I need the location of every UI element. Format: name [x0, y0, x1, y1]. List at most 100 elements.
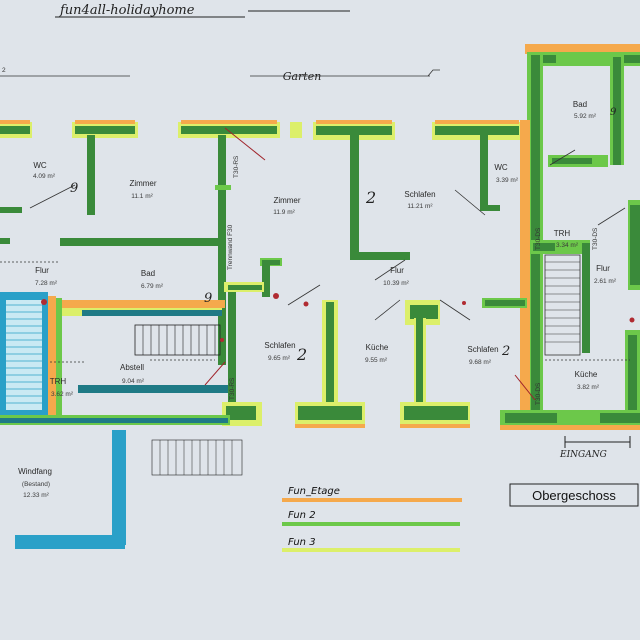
- hand-mark: 2: [296, 345, 307, 364]
- wall-segment: [316, 120, 392, 124]
- fire-door-label: T30-DS: [592, 227, 599, 250]
- fire-door-marks: [41, 127, 635, 401]
- fire-dot: [462, 301, 466, 305]
- fire-dot: [303, 301, 309, 307]
- room-name: Schlafen: [467, 345, 498, 354]
- room-labels: WC 4.09 m² Zimmer 11.1 m² Zimmer 11.9 m²…: [18, 100, 617, 499]
- wall-segment: [612, 55, 640, 63]
- hand-mark: 2: [365, 188, 376, 207]
- legend: Fun_Etage Fun 2 Fun 3: [282, 486, 462, 552]
- wall-segment: [290, 122, 302, 138]
- wall-segment: [600, 413, 640, 423]
- hand-mark: 9: [204, 291, 212, 306]
- wall-segment: [326, 302, 334, 408]
- room-area: 7.28 m²: [35, 280, 58, 287]
- floor-name-box: Obergeschoss: [509, 483, 639, 507]
- wall-segment: [15, 535, 125, 549]
- wall-segment: [480, 205, 500, 211]
- wall-segment: [350, 252, 410, 260]
- stair-inner: [6, 300, 42, 410]
- room-name: Windfang: [18, 467, 52, 476]
- wall-segment: [82, 310, 222, 316]
- wall-segment: [500, 425, 640, 430]
- stair-steps: [545, 261, 580, 343]
- door-line: [287, 284, 321, 306]
- wall-segment: [218, 135, 226, 185]
- wall-segment: [400, 424, 470, 428]
- stairs-windfang: [151, 439, 243, 476]
- partition-wall-label: Trennwand F30: [227, 224, 234, 270]
- room-area: 2.61 m²: [594, 278, 617, 285]
- door-line: [439, 299, 471, 321]
- plan-title: fun4all-holidayhome: [59, 3, 195, 18]
- wall-segment: [316, 126, 392, 135]
- hand-mark: 9: [70, 181, 78, 196]
- wall-segment: [60, 300, 225, 308]
- entrance-marker: EINGANG: [559, 436, 631, 460]
- entrance-label: EINGANG: [559, 450, 607, 460]
- room-area: 3.34 m²: [556, 242, 579, 249]
- corner-mark: 2: [2, 67, 6, 74]
- room-area: 3.82 m²: [577, 384, 600, 391]
- door-swings: [29, 149, 626, 321]
- room-area: 4.09 m²: [33, 173, 56, 180]
- fire-dot: [41, 299, 47, 305]
- handwritten-marks: 2 2 2 9 9 9: [70, 107, 617, 364]
- room-area: 3.62 m²: [51, 391, 74, 398]
- wall-segment: [520, 120, 530, 420]
- top-wall-segments: [0, 120, 522, 140]
- wall-segment: [0, 120, 30, 124]
- wall-segment: [0, 126, 30, 134]
- fire-line: [514, 374, 536, 401]
- room-name: Küche: [366, 343, 389, 352]
- fire-door-label: T30-DS: [535, 227, 542, 250]
- stair-steps: [142, 325, 216, 355]
- stair-outline: [544, 254, 581, 356]
- room-area: 10.39 m²: [383, 280, 409, 287]
- room-area: 9.65 m²: [268, 355, 291, 362]
- wall-segment: [505, 413, 557, 423]
- room-name: Küche: [575, 370, 598, 379]
- wall-segment: [630, 205, 640, 285]
- wall-segment: [410, 305, 438, 319]
- fire-door-label: T30-RS: [229, 377, 236, 400]
- wall-segment: [0, 207, 22, 213]
- stairs-right: [544, 254, 581, 356]
- floor-label: Obergeschoss: [532, 488, 616, 503]
- right-wing-walls: [500, 44, 640, 430]
- room-name: Flur: [596, 264, 610, 273]
- fire-dot: [629, 317, 635, 323]
- legend-label: Fun 3: [288, 537, 316, 548]
- wall-segment: [582, 243, 590, 353]
- wall-segment: [350, 135, 359, 260]
- legend-label: Fun_Etage: [288, 486, 340, 497]
- room-area: 11.1 m²: [131, 193, 153, 200]
- wall-segment: [112, 430, 126, 545]
- wall-segment: [531, 55, 556, 63]
- interior-walls-lower: [222, 282, 470, 428]
- door-line: [374, 299, 401, 321]
- room-area: 11.21 m²: [407, 203, 433, 210]
- wall-segment: [435, 120, 519, 124]
- legend-label: Fun 2: [288, 510, 316, 521]
- wall-segment: [404, 406, 468, 420]
- wall-segment: [0, 418, 228, 423]
- room-name: Schlafen: [404, 190, 435, 199]
- room-name: Schlafen: [264, 341, 295, 350]
- stair-steps: [6, 304, 42, 404]
- room-name: WC: [33, 161, 47, 170]
- wall-segment: [228, 285, 262, 290]
- wall-segment: [181, 120, 277, 124]
- fire-door-label: T30-RS: [233, 155, 240, 178]
- room-name: Bad: [141, 269, 155, 278]
- hand-mark: 2: [501, 344, 510, 359]
- room-area-note: (Bestand): [22, 481, 50, 488]
- wall-segment: [435, 126, 519, 135]
- wall-segment: [60, 238, 220, 246]
- room-area: 9.68 m²: [469, 359, 492, 366]
- wall-segment: [75, 126, 135, 134]
- room-area: 9.55 m²: [365, 357, 388, 364]
- wall-segment: [228, 292, 236, 412]
- room-name: TRH: [50, 377, 67, 386]
